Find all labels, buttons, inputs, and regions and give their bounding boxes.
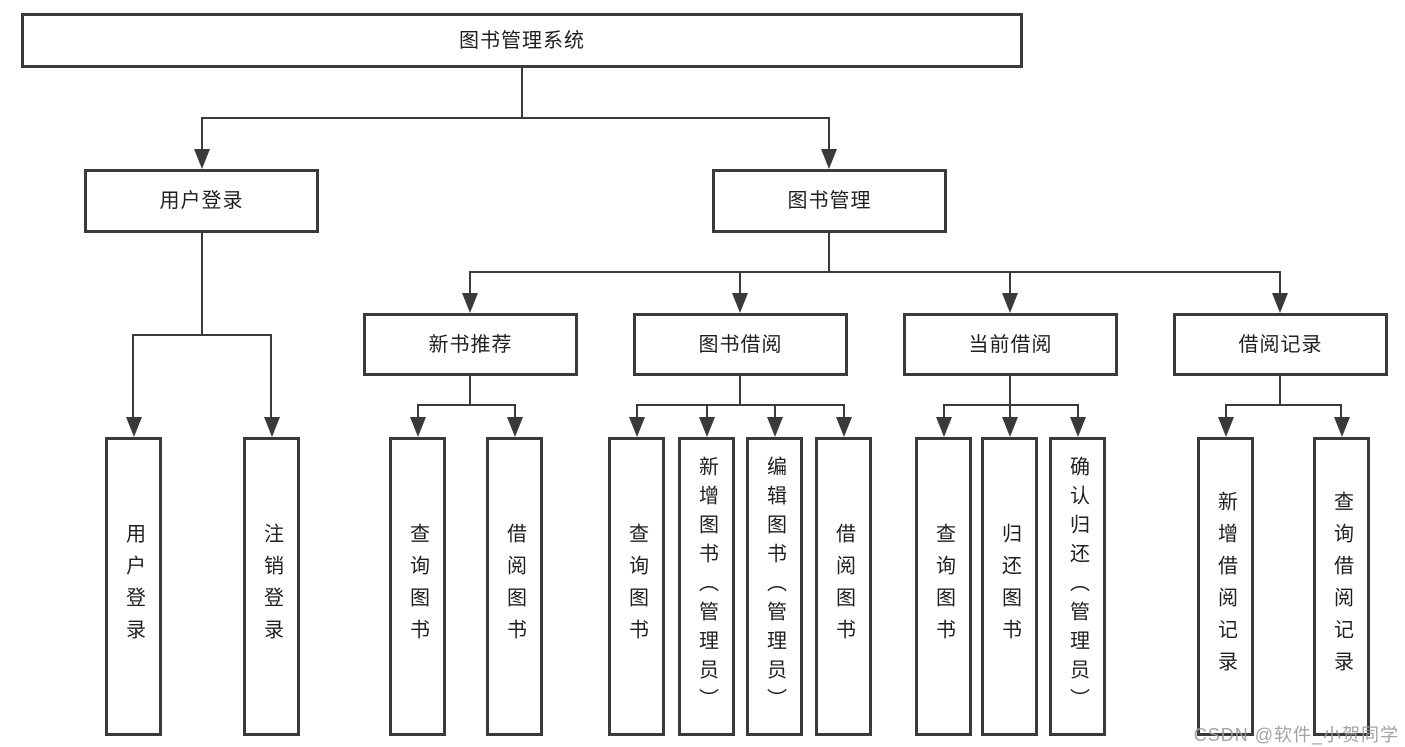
connector-line: [1225, 404, 1342, 406]
connector-line: [469, 271, 471, 294]
node-label: 当前借阅: [968, 333, 1053, 356]
connector-line: [1279, 376, 1281, 406]
leaf-label: 查询图书: [625, 522, 648, 651]
arrowhead: [1334, 417, 1350, 437]
leaf-logout: 注销登录: [243, 437, 300, 736]
connector-line: [828, 233, 830, 273]
leaf-add-borrow-record: 新增借阅记录: [1197, 437, 1254, 736]
arrowhead: [126, 417, 142, 437]
connector-line: [132, 334, 272, 336]
node-label: 图书管理: [787, 190, 872, 212]
leaf-label: 借阅图书: [832, 522, 855, 651]
connector-line: [843, 404, 845, 419]
leaf-edit-books-admin: 编辑图书（管理员）: [746, 437, 803, 736]
connector-line: [1279, 271, 1281, 294]
connector-line: [774, 404, 776, 419]
leaf-label: 借阅图书: [503, 522, 526, 651]
leaf-label: 查询图书: [932, 522, 955, 651]
leaf-borrow-books-borrowing: 借阅图书: [815, 437, 872, 736]
arrowhead: [836, 417, 852, 437]
connector-line: [1077, 404, 1079, 419]
connector-line: [636, 404, 844, 406]
leaf-label: 查询图书: [406, 522, 429, 651]
connector-line: [943, 404, 945, 419]
leaf-label: 新增图书（管理员）: [695, 456, 718, 717]
node-label: 图书借阅: [698, 333, 783, 356]
arrowhead: [1272, 293, 1288, 313]
connector-line: [739, 271, 741, 294]
connector-line: [706, 404, 708, 419]
connector-line: [1225, 404, 1227, 419]
connector-line: [1009, 404, 1011, 419]
leaf-confirm-return-admin: 确认归还（管理员）: [1049, 437, 1106, 736]
arrowhead: [936, 417, 952, 437]
leaf-query-books-recommend: 查询图书: [389, 437, 446, 736]
node-label: 借阅记录: [1238, 333, 1323, 356]
node-library-management-system: 图书管理系统: [21, 13, 1023, 68]
node-borrowing-records: 借阅记录: [1173, 313, 1388, 376]
node-label: 用户登录: [159, 190, 244, 212]
arrowhead: [732, 293, 748, 313]
arrowhead: [410, 417, 426, 437]
csdn-watermark: CSDN @软件_小贺同学: [1193, 725, 1399, 745]
leaf-label: 注销登录: [260, 522, 283, 651]
connector-line: [201, 233, 203, 336]
leaf-label: 新增借阅记录: [1214, 490, 1237, 683]
connector-line: [417, 404, 419, 419]
arrowhead: [767, 417, 783, 437]
node-user-login: 用户登录: [84, 169, 319, 233]
leaf-label: 编辑图书（管理员）: [763, 456, 786, 717]
leaf-query-books-current: 查询图书: [915, 437, 972, 736]
node-current-borrowing: 当前借阅: [903, 313, 1118, 376]
arrowhead: [264, 417, 280, 437]
connector-line: [469, 376, 471, 406]
connector-line: [636, 404, 638, 419]
connector-line: [828, 117, 830, 150]
connector-line: [514, 404, 516, 419]
arrowhead: [1002, 293, 1018, 313]
leaf-query-books-borrowing: 查询图书: [608, 437, 665, 736]
connector-line: [417, 404, 516, 406]
leaf-user-login: 用户登录: [105, 437, 162, 736]
leaf-borrow-books-recommend: 借阅图书: [486, 437, 543, 736]
connector-line: [1009, 271, 1011, 294]
connector-line: [521, 68, 523, 118]
arrowhead: [1070, 417, 1086, 437]
arrowhead: [699, 417, 715, 437]
node-book-borrowing: 图书借阅: [633, 313, 848, 376]
arrowhead: [629, 417, 645, 437]
connector-line: [201, 117, 203, 150]
connector-line: [1340, 404, 1342, 419]
connector-line: [270, 334, 272, 419]
arrowhead: [1218, 417, 1234, 437]
connector-line: [1009, 376, 1011, 406]
connector-line: [201, 117, 829, 119]
arrowhead: [194, 149, 210, 169]
arrowhead: [462, 293, 478, 313]
leaf-label: 查询借阅记录: [1330, 490, 1353, 683]
node-label: 图书管理系统: [459, 29, 585, 52]
leaf-label: 归还图书: [998, 522, 1021, 651]
connector-line: [132, 334, 134, 419]
leaf-label: 用户登录: [122, 522, 145, 651]
node-book-management: 图书管理: [712, 169, 947, 233]
leaf-return-books: 归还图书: [981, 437, 1038, 736]
leaf-query-borrow-record: 查询借阅记录: [1313, 437, 1370, 736]
arrowhead: [821, 149, 837, 169]
leaf-label: 确认归还（管理员）: [1066, 456, 1089, 717]
node-new-book-recommendation: 新书推荐: [363, 313, 578, 376]
arrowhead: [1002, 417, 1018, 437]
connector-line: [739, 376, 741, 406]
arrowhead: [507, 417, 523, 437]
node-label: 新书推荐: [428, 333, 513, 356]
leaf-add-books-admin: 新增图书（管理员）: [678, 437, 735, 736]
connector-line: [469, 271, 1281, 273]
